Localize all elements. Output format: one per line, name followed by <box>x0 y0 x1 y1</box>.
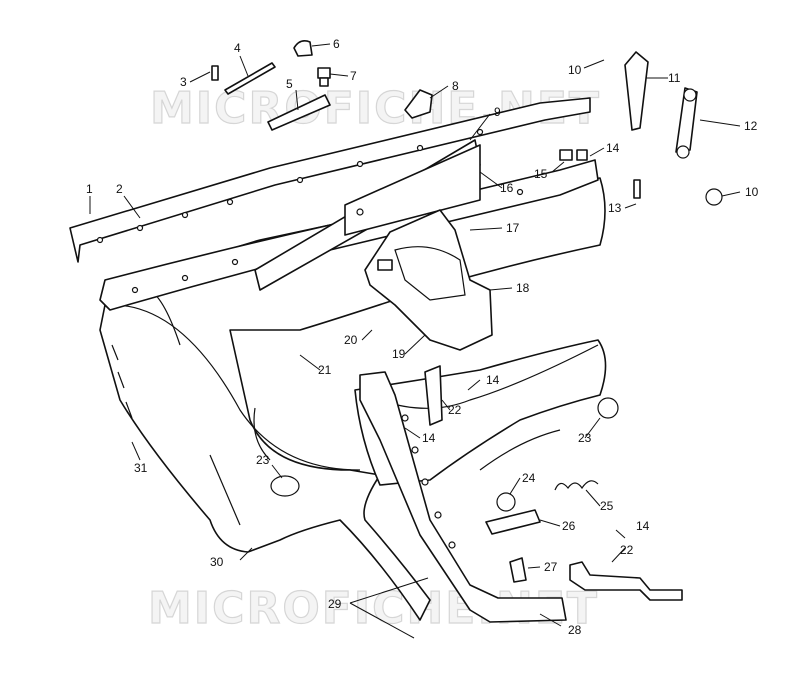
callout-14-low: 14 <box>422 431 436 445</box>
part-5-strip <box>267 94 331 131</box>
part-25-spring <box>554 480 599 491</box>
callout-11: 11 <box>668 71 681 85</box>
callout-21: 21 <box>318 363 332 377</box>
callout-19: 19 <box>392 347 406 361</box>
callout-6: 6 <box>333 37 340 51</box>
callout-2: 2 <box>116 182 123 196</box>
part-13-bolt <box>633 179 641 199</box>
part-26-plate <box>485 509 541 535</box>
part-11-bracket <box>624 51 649 131</box>
part-6-cap <box>293 40 313 57</box>
callout-14-top: 14 <box>606 141 620 155</box>
callout-17: 17 <box>506 221 520 235</box>
part-8-latch <box>404 89 433 119</box>
callout-20: 20 <box>344 333 358 347</box>
callout-23-left: 23 <box>256 453 270 467</box>
callout-29: 29 <box>328 597 342 611</box>
callout-labels: 1 2 3 4 5 6 7 8 9 10 10 11 12 13 14 14 1… <box>86 37 759 637</box>
callout-12: 12 <box>744 119 758 133</box>
part-12-strut <box>675 87 698 159</box>
callout-25: 25 <box>600 499 614 513</box>
callout-14-mid: 14 <box>486 373 500 387</box>
part-15-nuts <box>559 149 588 161</box>
callout-8: 8 <box>452 79 459 93</box>
callout-22-lower: 22 <box>620 543 634 557</box>
callout-14-right: 14 <box>636 519 650 533</box>
part-10-cap <box>705 188 723 206</box>
part-27-clip <box>509 557 527 583</box>
callout-16: 16 <box>500 181 514 195</box>
callout-26: 26 <box>562 519 576 533</box>
callout-13: 13 <box>608 201 622 215</box>
callout-27: 27 <box>544 560 558 574</box>
callout-15: 15 <box>534 167 548 181</box>
callout-10-top: 10 <box>568 63 582 77</box>
callout-22-upper: 22 <box>448 403 462 417</box>
top-rail-left <box>69 97 591 263</box>
part-7-nut <box>317 67 331 87</box>
leader-lines <box>89 43 741 639</box>
callout-1: 1 <box>86 182 93 196</box>
callout-9: 9 <box>494 105 501 119</box>
center-support-bracket <box>364 209 493 351</box>
callout-3: 3 <box>180 75 187 89</box>
bumper-rail <box>359 371 567 623</box>
callout-4: 4 <box>234 41 241 55</box>
part-22-bracket-lower <box>569 561 683 601</box>
part-4-rod <box>224 62 276 95</box>
part-3-pin <box>211 65 219 81</box>
callout-18: 18 <box>516 281 530 295</box>
callout-30: 30 <box>210 555 224 569</box>
callout-10-right: 10 <box>745 185 759 199</box>
callout-24: 24 <box>522 471 536 485</box>
callout-7: 7 <box>350 69 357 83</box>
part-22-bracket-upper <box>424 365 443 426</box>
callout-31: 31 <box>134 461 148 475</box>
callout-28: 28 <box>568 623 582 637</box>
callout-5: 5 <box>286 77 293 91</box>
reinforcement-plate <box>254 139 481 291</box>
callout-23-right: 23 <box>578 431 592 445</box>
